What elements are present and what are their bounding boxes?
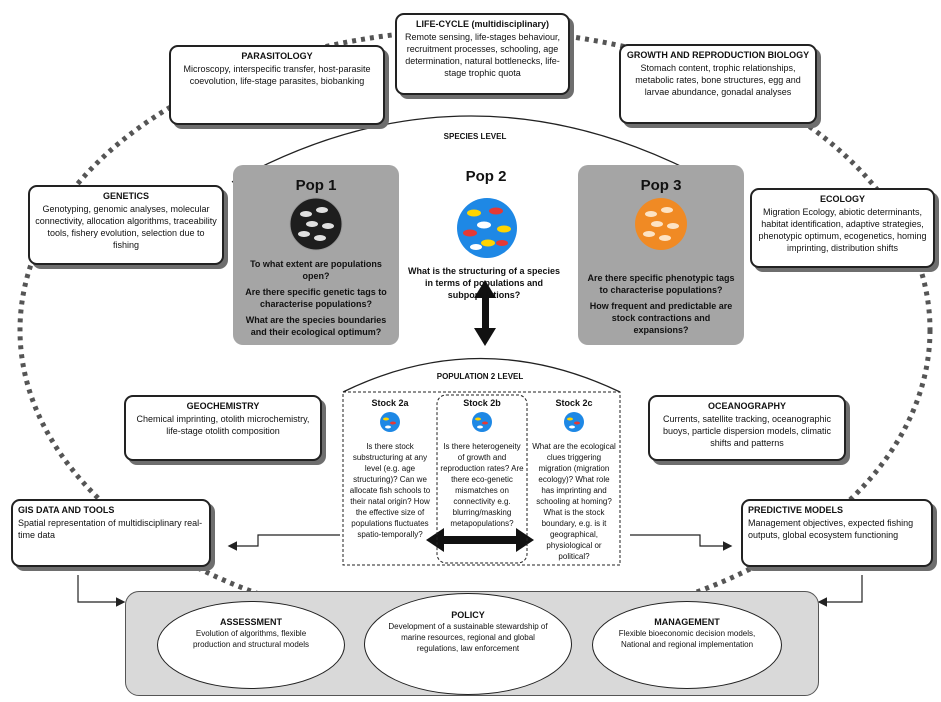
oceanography-title: OCEANOGRAPHY <box>707 401 786 411</box>
gis-to-bottom-connector <box>77 575 126 607</box>
pop2-q1: What is the structuring of a species in … <box>407 266 561 300</box>
pop1-q2: Are there specific genetic tags to chara… <box>245 287 387 309</box>
oceanography-box: OCEANOGRAPHY Currents, satellite trackin… <box>648 395 846 461</box>
pop1-q3: What are the species boundaries and thei… <box>245 315 387 337</box>
ecology-body: Migration Ecology, abiotic determinants,… <box>758 207 927 253</box>
pop3-q1: Are there specific phenotypic tags to ch… <box>587 273 735 295</box>
stock-2a-fish-icon <box>380 412 400 432</box>
species-level-label: SPECIES LEVEL <box>443 132 507 141</box>
population-level-label: POPULATION 2 LEVEL <box>436 372 524 381</box>
pop1-name: Pop 1 <box>295 177 337 194</box>
stock-2c-fish-icon <box>564 412 584 432</box>
predictive-box: PREDICTIVE MODELS Management objectives,… <box>741 499 933 567</box>
assessment-title: ASSESSMENT <box>219 617 282 627</box>
policy-ellipse: POLICY Development of a sustainable stew… <box>364 593 572 695</box>
lifecycle-box: LIFE-CYCLE (multidisciplinary) Remote se… <box>395 13 570 95</box>
population-level-arc <box>342 357 621 393</box>
growth-box: GROWTH AND REPRODUCTION BIOLOGY Stomach … <box>619 44 817 124</box>
growth-title: GROWTH AND REPRODUCTION BIOLOGY <box>626 50 810 60</box>
parasitology-box: PARASITOLOGY Microscopy, interspecific t… <box>169 45 385 125</box>
stock-2c-name: Stock 2c <box>555 398 593 408</box>
gis-box: GIS DATA AND TOOLS Spatial representatio… <box>11 499 211 567</box>
geochemistry-box: GEOCHEMISTRY Chemical imprinting, otolit… <box>124 395 322 461</box>
genetics-body: Genotyping, genomic analyses, molecular … <box>35 204 217 250</box>
dotted-ring <box>17 27 933 633</box>
pop3-panel: Pop 3 Are there specific phenotypic tags… <box>578 165 744 345</box>
stock-2a-question: Is there stock substructuring at any lev… <box>349 442 431 539</box>
stock-2b-fish-icon <box>472 412 492 432</box>
pop3-q2: How frequent and predictable are stock c… <box>589 301 733 335</box>
predictive-to-bottom-connector <box>817 575 863 607</box>
management-body: Flexible bioeconomic decision models, Na… <box>618 629 756 649</box>
gis-title: GIS DATA AND TOOLS <box>18 505 115 515</box>
genetics-box: GENETICS Genotyping, genomic analyses, m… <box>28 185 224 265</box>
policy-title: POLICY <box>451 610 485 620</box>
lifecycle-title: LIFE-CYCLE (multidisciplinary) <box>415 19 549 29</box>
pop2-fish-school-icon <box>457 198 517 258</box>
stock-2b-panel <box>436 394 528 564</box>
gis-connector <box>227 534 340 551</box>
predictive-connector <box>630 534 733 551</box>
predictive-body: Management objectives, expected fishing … <box>748 518 914 540</box>
predictive-title: PREDICTIVE MODELS <box>748 505 844 515</box>
lifecycle-body: Remote sensing, life-stages behaviour, r… <box>404 32 561 78</box>
ecology-box: ECOLOGY Migration Ecology, abiotic deter… <box>750 188 935 268</box>
gis-body: Spatial representation of multidisciplin… <box>18 518 203 540</box>
parasitology-title: PARASITOLOGY <box>241 51 313 61</box>
ecology-title: ECOLOGY <box>819 194 865 204</box>
policy-body: Development of a sustainable stewardship… <box>388 622 548 653</box>
species-level-arc <box>231 115 713 183</box>
vertical-double-arrow <box>474 280 496 346</box>
genetics-title: GENETICS <box>102 191 149 201</box>
parasitology-body: Microscopy, interspecific transfer, host… <box>183 64 371 86</box>
pop3-fish-school-icon <box>635 198 687 250</box>
assessment-ellipse: ASSESSMENT Evolution of algorithms, flex… <box>157 601 345 689</box>
pop3-name: Pop 3 <box>640 177 682 194</box>
stock-2c-question: What are the ecological clues triggering… <box>532 442 616 561</box>
geochemistry-title: GEOCHEMISTRY <box>186 401 260 411</box>
stock-2a-name: Stock 2a <box>371 398 409 408</box>
pop1-q1: To what extent are populations open? <box>250 259 382 281</box>
stock-2b-question: Is there heterogeneity of growth and rep… <box>440 442 524 528</box>
assessment-body: Evolution of algorithms, flexible produc… <box>192 629 310 649</box>
pop1-fish-school-icon <box>289 197 343 251</box>
pop2-name: Pop 2 <box>465 168 507 185</box>
management-title: MANAGEMENT <box>654 617 720 627</box>
stock-2b-name: Stock 2b <box>463 398 501 408</box>
growth-body: Stomach content, trophic relationships, … <box>635 63 801 97</box>
pop2-panel: Pop 2 <box>402 165 570 185</box>
horizontal-double-arrow <box>426 528 534 552</box>
oceanography-body: Currents, satellite tracking, oceanograp… <box>662 414 832 448</box>
geochemistry-body: Chemical imprinting, otolith microchemis… <box>136 414 310 436</box>
pop1-panel: Pop 1 To what extent are populations ope… <box>233 165 399 345</box>
management-ellipse: MANAGEMENT Flexible bioeconomic decision… <box>592 601 782 689</box>
